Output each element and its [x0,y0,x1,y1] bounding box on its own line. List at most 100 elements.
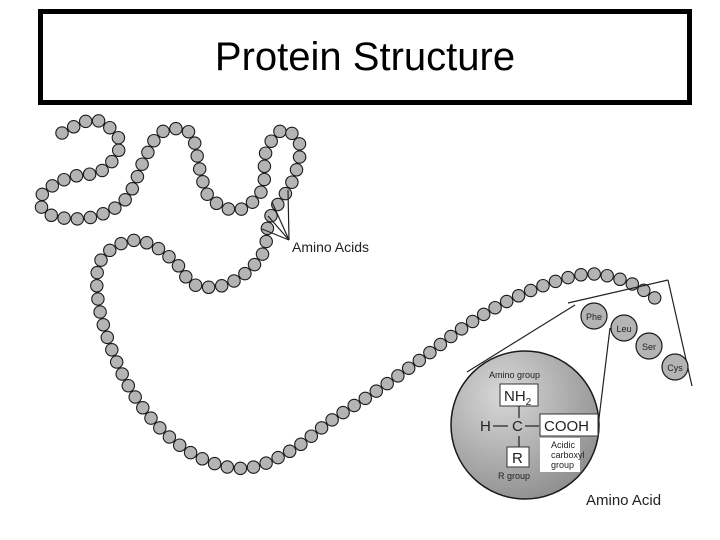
chain-bead [238,266,252,281]
chain-bead [423,345,437,360]
chain-bead [289,163,304,177]
chain-bead [227,274,241,288]
nh2-text: NH2 [504,388,532,408]
chain-bead [561,270,575,285]
chain-bead [91,114,106,128]
chain-bead [34,200,49,214]
chain-bead [314,421,329,435]
chain-bead [234,202,249,216]
chain-bead [45,179,60,193]
chain-bead [128,390,142,404]
chain-bead [245,195,260,209]
chain-bead [637,283,651,298]
chain-bead [488,300,502,315]
chain-bead [233,461,248,476]
chain-bead [548,274,563,289]
chain-bead [69,169,84,183]
chain-bead [304,429,319,443]
chain-bead [153,421,167,435]
chain-bead [255,247,270,261]
chain-bead [391,369,405,383]
residue-label-leu: Leu [616,324,631,334]
chain-bead [96,207,110,221]
chain-bead [111,130,126,145]
chain-bead [82,167,97,181]
amino-group-label: Amino group [489,370,540,380]
residue-label-ser: Ser [642,342,656,352]
chain-bead [162,249,176,264]
chain-bead [187,136,202,150]
chain-bead [257,172,272,187]
chain-bead [613,272,627,287]
chain-bead [144,411,158,425]
chain-bead [70,212,85,226]
residue-beads: Phe Leu Ser Cys [580,302,689,381]
chain-bead [258,146,273,160]
chain-bead [433,337,448,352]
acidic-label-bg [540,438,580,472]
chain-bead [57,172,71,187]
residue-bead-cys [661,353,689,381]
h-atom: H [480,418,491,435]
chain-bead [347,398,361,413]
chain-bead [401,361,416,375]
chain-bead [647,291,662,305]
chain-bead [264,208,278,223]
chain-bead [179,270,193,284]
chain-bead [188,278,203,292]
chain-bead [294,437,308,452]
acidic-line-1: Acidic [551,440,576,450]
chain-bead [115,367,129,381]
chain-bead [246,460,261,474]
chain-bead [523,283,538,298]
chain-bead [511,289,526,303]
amino-acid-chain [34,114,662,476]
chain-bead [292,150,307,164]
chain-bead [94,253,108,267]
title-box: Protein Structure [38,9,692,105]
residue-label-cys: Cys [667,363,683,373]
chain-bead [278,186,293,201]
amino-acids-label: Amino Acids [292,239,369,255]
chain-bead [264,134,278,148]
chain-bead [454,322,469,336]
chain-bead [103,120,117,135]
chain-bead [190,149,204,163]
chain-bead [200,187,214,201]
chain-bead [444,329,458,344]
chain-bead [147,133,161,148]
residue-label-phe: Phe [586,312,602,322]
residue-bead-ser [635,332,663,360]
chain-bead [476,307,491,322]
chain-bead [95,163,109,178]
chain-bead [109,355,124,369]
chain-bead [587,267,601,281]
chain-bead [169,121,183,136]
chain-bead [114,236,128,251]
chain-bead [127,233,141,248]
r-text: R [512,450,523,467]
chain-bead [44,208,59,223]
chain-bead [220,460,235,474]
chain-bead [412,353,427,368]
chain-bead [130,169,145,184]
chain-bead [103,243,117,258]
chain-bead [121,378,136,393]
chain-bead [380,376,394,391]
chain-bead [196,175,210,189]
chain-bead [171,259,186,273]
chain-bead [195,452,210,466]
chain-bead [90,279,104,293]
chain-bead [221,202,236,216]
chain-bead [465,314,480,329]
chain-bead [574,268,588,282]
chain-bead [139,236,154,250]
chain-bead [57,211,71,225]
chain-bead [183,445,198,460]
chain-bead [96,318,111,332]
chain-bead [273,124,287,139]
r-group-label: R group [498,471,530,481]
chain-bead [105,154,119,169]
chain-bead [108,201,122,215]
